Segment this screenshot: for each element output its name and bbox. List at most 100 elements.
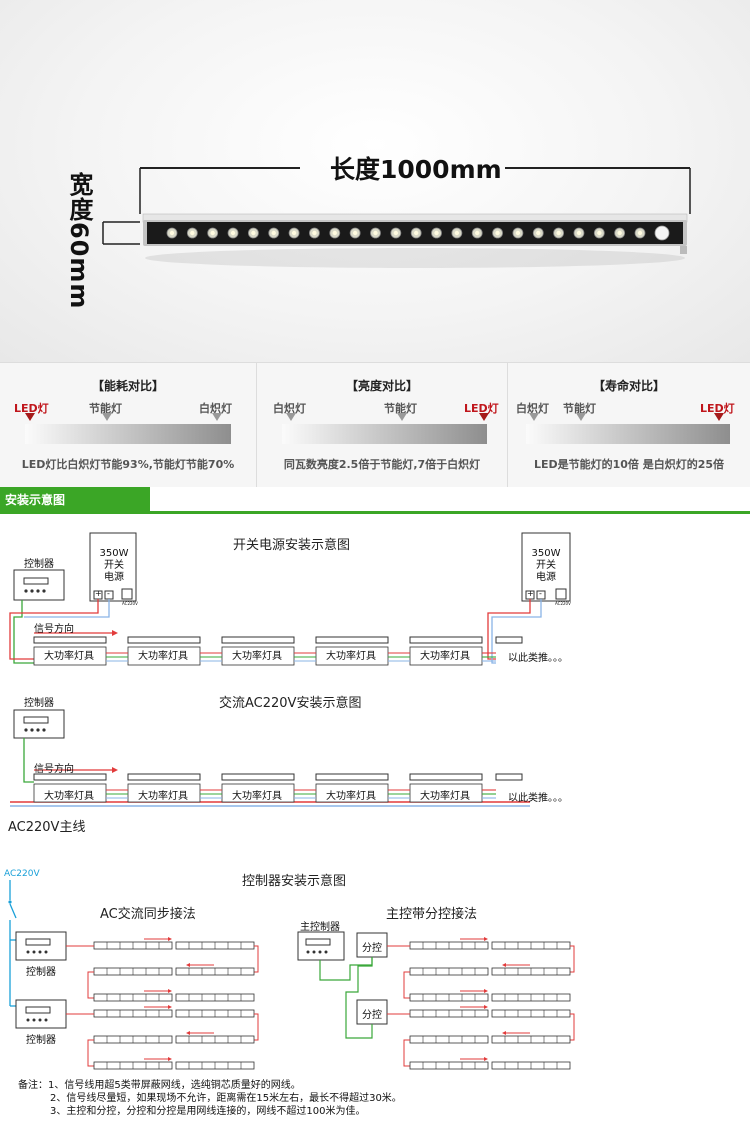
label-led: LED灯 — [464, 402, 499, 415]
lamp-box — [33, 783, 107, 803]
marker-incandescent — [286, 413, 296, 421]
length-label: 长度1000mm — [330, 155, 502, 184]
slave-label-b: 分控 — [362, 1010, 382, 1021]
master-controller-label: 主控制器 — [300, 922, 340, 933]
lamp-box — [127, 783, 201, 803]
note-line-1: 备注：1、信号线用超5类带屏蔽网线，选纯铜芯质量好的网线。 — [18, 1080, 301, 1091]
lamp-label: 大功率灯具 — [44, 791, 94, 802]
diagram3-wiring — [8, 880, 575, 1070]
etc-label: 以此类推。。。 — [508, 793, 568, 804]
lamp-box — [33, 646, 107, 666]
marker-cfl — [102, 413, 112, 421]
lamp-label: 大功率灯具 — [420, 791, 470, 802]
lamp-box — [315, 646, 389, 666]
lamp-bar-partial — [495, 773, 523, 781]
psu-left-minus: - — [107, 589, 110, 598]
lamp-bar — [221, 636, 295, 644]
panel-title: 【寿命对比】 — [592, 379, 665, 393]
panel-description: LED是节能灯的10倍 是白炽灯的25倍 — [533, 458, 725, 471]
lamp-box — [409, 646, 483, 666]
marker-led — [25, 413, 35, 421]
note-line-2: 2、信号线尽量短，如果现场不允许，距离需在15米左右，最长不得超过30米。 — [50, 1093, 402, 1104]
lamp-label: 大功率灯具 — [232, 791, 282, 802]
gradient-bar — [25, 424, 231, 444]
width-label: 宽度60mm — [65, 172, 93, 310]
lamp-box — [127, 646, 201, 666]
note-line-3: 3、主控和分控，分控和分控是用网线连接的，网线不超过100米为佳。 — [50, 1106, 366, 1117]
controller-label-a: 控制器 — [26, 967, 56, 978]
marker-led — [479, 413, 489, 421]
gradient-bar — [282, 424, 487, 444]
panel-title: 【能耗对比】 — [91, 379, 164, 393]
controller-label: 控制器 — [24, 698, 54, 709]
lamp-bar-partial — [495, 636, 523, 644]
diagram3-title: 控制器安装示意图 — [242, 874, 347, 889]
signal-direction-label: 信号方向 — [34, 764, 74, 775]
mains-label: AC220V主线 — [8, 820, 86, 835]
lamp-bar — [221, 773, 295, 781]
label-cfl: 节能灯 — [89, 402, 122, 415]
panel-description: LED灯比白炽灯节能93%,节能灯节能70% — [21, 458, 235, 471]
marker-led — [714, 413, 724, 421]
lamp-bar — [315, 636, 389, 644]
ac-label: AC220V — [4, 869, 40, 879]
panel-description: 同瓦数亮度2.5倍于节能灯,7倍于白炽灯 — [283, 458, 481, 471]
led-bar-illustration — [102, 167, 691, 268]
psu-left-plus: + — [95, 589, 102, 598]
brightness-comparison-panel: 【亮度对比】 白炽灯 节能灯 LED灯 同瓦数亮度2.5倍于节能灯,7倍于白炽灯 — [257, 362, 508, 487]
label-led: LED灯 — [700, 402, 735, 415]
psu-switch: 开关 — [104, 560, 124, 571]
lifespan-comparison-panel: 【寿命对比】 白炽灯 节能灯 LED灯 LED是节能灯的10倍 是白炽灯的25倍 — [508, 362, 750, 487]
diagram1-title: 开关电源安装示意图 — [233, 538, 351, 553]
lamp-bar — [127, 773, 201, 781]
psu-right-minus: - — [539, 589, 542, 598]
lamp-label: 大功率灯具 — [232, 651, 282, 662]
lamp-box — [221, 783, 295, 803]
label-cfl: 节能灯 — [384, 402, 417, 415]
lamp-label: 大功率灯具 — [44, 651, 94, 662]
lamp-label: 大功率灯具 — [326, 791, 376, 802]
section-title: 安装示意图 — [0, 487, 150, 514]
controller-label-b: 控制器 — [26, 1035, 56, 1046]
lamp-bar — [315, 773, 389, 781]
product-hero — [0, 0, 750, 362]
end-cap — [654, 225, 670, 241]
etc-label: 以此类推。。。 — [508, 653, 568, 664]
energy-comparison-panel: 【能耗对比】 LED灯 节能灯 白炽灯 LED灯比白炽灯节能93%,节能灯节能7… — [0, 362, 257, 487]
label-incandescent: 白炽灯 — [273, 402, 306, 415]
lamp-bar — [33, 773, 107, 781]
lamp-label: 大功率灯具 — [420, 651, 470, 662]
section-divider — [0, 511, 750, 514]
diagram2-wiring — [10, 709, 530, 807]
psu-right-tag: AC220V — [555, 601, 571, 606]
lamp-bar — [127, 636, 201, 644]
psu-switch: 开关 — [536, 560, 556, 571]
psu-power: 350W — [99, 548, 129, 559]
diagram2-title: 交流AC220V安装示意图 — [219, 696, 362, 711]
controller-label: 控制器 — [24, 559, 54, 570]
panel-title: 【亮度对比】 — [345, 379, 418, 393]
psu-power: 350W — [531, 548, 561, 559]
marker-cfl — [576, 413, 586, 421]
label-led: LED灯 — [14, 402, 49, 415]
psu-left-tag: AC220V — [122, 601, 138, 606]
psu-source: 电源 — [536, 572, 556, 583]
psu-right-label: 350W 开关 电源 — [524, 548, 568, 584]
lamp-bar — [33, 636, 107, 644]
lamp-label: 大功率灯具 — [138, 791, 188, 802]
slave-label-a: 分控 — [362, 943, 382, 954]
marker-cfl — [397, 413, 407, 421]
lamp-box — [315, 783, 389, 803]
lamp-bar — [409, 773, 483, 781]
marker-incandescent — [212, 413, 222, 421]
section-header: 安装示意图 — [0, 487, 750, 514]
led-dots — [166, 225, 670, 241]
psu-left-label: 350W 开关 电源 — [92, 548, 136, 584]
label-incandescent: 白炽灯 — [516, 402, 549, 415]
left-method-title: AC交流同步接法 — [100, 907, 196, 922]
label-incandescent: 白炽灯 — [199, 402, 232, 415]
marker-incandescent — [529, 413, 539, 421]
right-method-title: 主控带分控接法 — [386, 907, 478, 922]
lamp-box — [409, 783, 483, 803]
lamp-label: 大功率灯具 — [138, 651, 188, 662]
